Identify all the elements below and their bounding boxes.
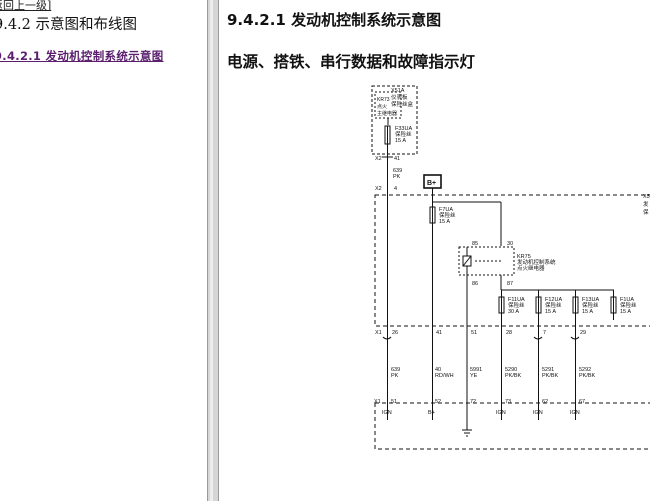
wire-color-label: PK/BK bbox=[542, 373, 559, 379]
bottom-function-label: IGN bbox=[570, 410, 580, 416]
kr75-label: KR75 bbox=[517, 254, 531, 260]
f1ua-label-2: 保险丝 bbox=[620, 301, 637, 309]
x1-top-pin: 41 bbox=[436, 330, 442, 336]
page-title: 9.4.2.1 发动机控制系统示意图 bbox=[227, 11, 442, 29]
x1-bottom-pin: 67 bbox=[579, 399, 585, 405]
x1-bottom-connector-label: X1 bbox=[374, 399, 381, 405]
wire-circuit-label: 5290 bbox=[505, 367, 517, 373]
x1-top-pin: 26 bbox=[392, 330, 398, 336]
wire-circuit-label: 5292 bbox=[579, 367, 591, 373]
kr75-label-3: 点火继电器 bbox=[517, 264, 545, 272]
x1-top-pin: 29 bbox=[580, 330, 586, 336]
wire-color-label: YE bbox=[470, 373, 478, 379]
wire-color-label: PK/BK bbox=[579, 373, 596, 379]
x1-bottom-pin: 52 bbox=[435, 399, 441, 405]
bottom-function-label: IGN bbox=[496, 410, 506, 416]
f12ua-label: F12UA bbox=[545, 297, 562, 303]
f12ua-label-3: 15 A bbox=[545, 309, 556, 315]
f11ua-label: F11UA bbox=[508, 297, 525, 303]
f13ua-label-3: 15 A bbox=[582, 309, 593, 315]
x1-top-pin: 7 bbox=[543, 330, 546, 336]
f33ua-label-3: 15 A bbox=[395, 138, 406, 144]
bottom-function-label: B+ bbox=[428, 410, 435, 416]
kr73-label-3: 主继电器 bbox=[377, 110, 397, 117]
content-pane: 9.4.2.1 发动机控制系统示意图 电源、搭铁、串行数据和故障指示灯 X51A… bbox=[219, 0, 650, 501]
f7ua-label: F7UA bbox=[439, 207, 453, 213]
bottom-function-label: IGN bbox=[382, 410, 392, 416]
section-heading: 9.4.2 示意图和布线图 bbox=[0, 17, 138, 33]
x1-connector-mark bbox=[570, 336, 580, 340]
x51a-label: X51A bbox=[391, 88, 405, 94]
kr73-label: KR73 bbox=[377, 97, 390, 103]
toc-item-engine-control-schematic[interactable]: 9.4.2.1 发动机控制系统示意图 bbox=[0, 49, 164, 63]
f33ua-label: F33UA bbox=[395, 126, 412, 132]
wiring-schematic: X51A 仪表板 保险丝盒 KR73 点火 主继电器 F33UA 保险丝 15 … bbox=[371, 85, 650, 450]
f11ua-label-3: 30 A bbox=[508, 309, 519, 315]
battery-label: B+ bbox=[427, 180, 436, 187]
wire-color-label: RD/WH bbox=[435, 373, 454, 379]
wire-color-label: PK/BK bbox=[505, 373, 522, 379]
wire-circuit-label: 5991 bbox=[470, 367, 482, 373]
f7ua-label-2: 保险丝 bbox=[439, 211, 456, 219]
f33ua-label-2: 保险丝 bbox=[395, 130, 412, 138]
x50-fuse-box-outline bbox=[374, 194, 650, 327]
x1-top-connector-label: X1 bbox=[375, 330, 382, 336]
kr73-label-2: 点火 bbox=[377, 104, 387, 110]
x2-41-connector-label: X2 bbox=[375, 156, 382, 162]
wire-circuit-label: 639 bbox=[391, 367, 400, 373]
x50-label-2: 发 bbox=[643, 200, 649, 208]
kr75-pin86-label: 86 bbox=[472, 281, 478, 287]
kr75-pin30-label: 30 bbox=[507, 241, 513, 247]
x1-top-pin: 51 bbox=[471, 330, 477, 336]
x1-bottom-pin: 62 bbox=[542, 399, 548, 405]
f13ua-label-2: 保险丝 bbox=[582, 301, 599, 309]
x1-connector-mark bbox=[382, 336, 392, 340]
x51a-fuse-box-outline bbox=[371, 85, 418, 155]
kr75-relay-outline bbox=[458, 246, 515, 276]
pane-splitter[interactable] bbox=[207, 0, 219, 501]
wire-639-circuit: 639 bbox=[393, 168, 402, 174]
kr75-coil-diagonal bbox=[462, 255, 472, 267]
x1-bottom-module-outline bbox=[374, 402, 650, 450]
f13ua-label: F13UA bbox=[582, 297, 599, 303]
kr75-label-2: 发动机控制系统 bbox=[517, 258, 556, 266]
x50-label: X5 bbox=[643, 194, 650, 200]
x2-4-connector-label: X2 bbox=[375, 186, 382, 192]
x1-top-pin: 28 bbox=[506, 330, 512, 336]
x1-bottom-pin: 51 bbox=[391, 399, 397, 405]
x2-41-pin-label: 41 bbox=[394, 156, 400, 162]
kr75-pin85-label: 85 bbox=[472, 241, 478, 247]
diagram-subtitle: 电源、搭铁、串行数据和故障指示灯 bbox=[227, 53, 476, 71]
f7ua-label-3: 15 A bbox=[439, 219, 450, 225]
x1-bottom-pin: 72 bbox=[470, 399, 476, 405]
kr75-pin87-label: 87 bbox=[507, 281, 513, 287]
x51a-label-3: 保险丝盒 bbox=[391, 100, 414, 108]
wire-circuit-label: 40 bbox=[435, 367, 441, 373]
x50-label-3: 保 bbox=[643, 208, 649, 216]
wire-639-color: PK bbox=[393, 174, 401, 180]
left-navigation-pane: 返回上一级] 9.4.2 示意图和布线图 9.4.2.1 发动机控制系统示意图 bbox=[0, 0, 207, 501]
x1-bottom-pin: 73 bbox=[505, 399, 511, 405]
f1ua-label-3: 15 A bbox=[620, 309, 631, 315]
x51a-label-2: 仪表板 bbox=[391, 93, 408, 101]
f12ua-label-2: 保险丝 bbox=[545, 301, 562, 309]
f11ua-label-2: 保险丝 bbox=[508, 301, 525, 309]
f1ua-label: F1UA bbox=[620, 297, 634, 303]
wire-color-label: PK bbox=[391, 373, 399, 379]
wire-circuit-label: 5291 bbox=[542, 367, 554, 373]
x2-4-pin-label: 4 bbox=[394, 186, 397, 192]
bottom-function-label: IGN bbox=[533, 410, 543, 416]
x1-connector-mark bbox=[533, 336, 543, 340]
back-to-parent-link[interactable]: 返回上一级] bbox=[0, 0, 52, 12]
